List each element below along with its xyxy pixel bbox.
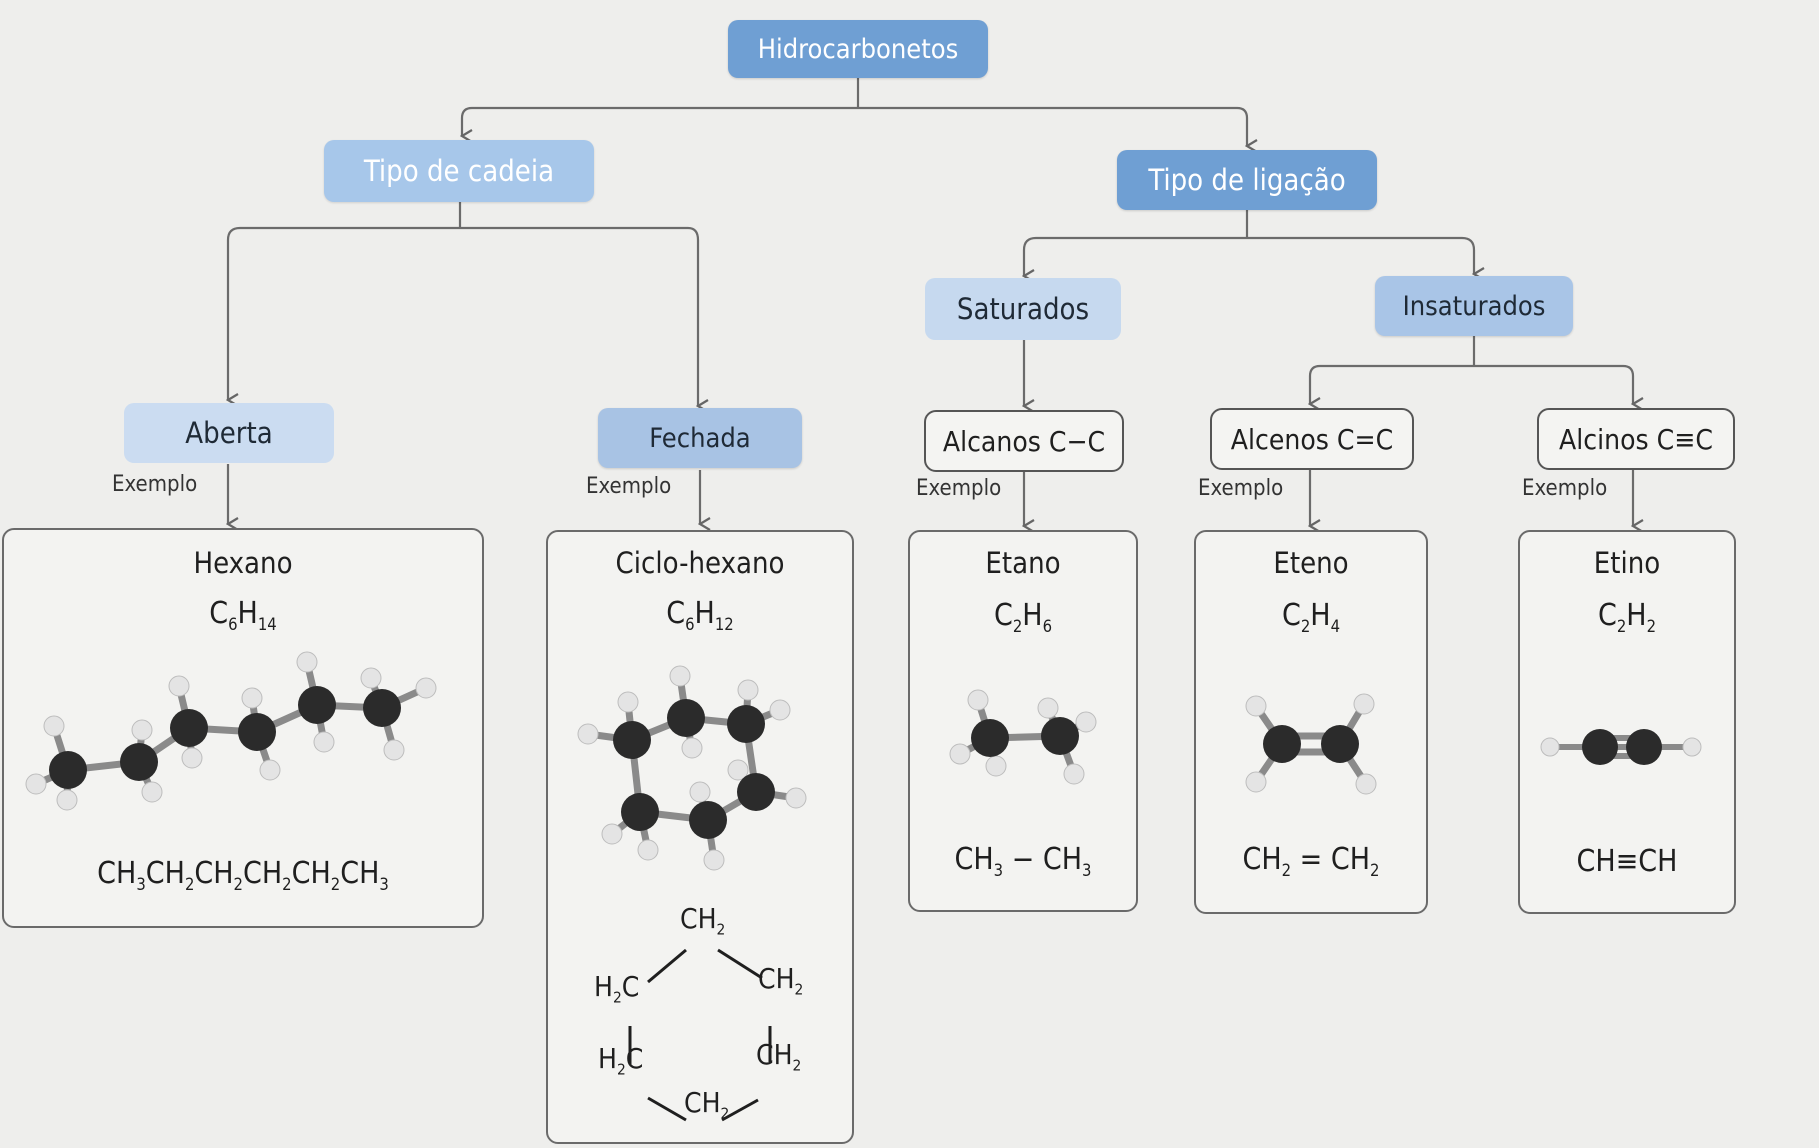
- hexane-molecular-formula: C6H14: [209, 596, 277, 634]
- hexane-ball-and-stick-model: [25, 651, 437, 811]
- ethyne-molecular-formula: C2H2: [1597, 598, 1657, 636]
- hexane-card: Hexano C6H14: [2, 528, 484, 928]
- cyclohexane-ball-and-stick-model: [577, 665, 807, 871]
- ethyne-condensed-formula: CH≡CH: [1576, 844, 1678, 879]
- unsaturated-node: Insaturados: [1375, 276, 1573, 336]
- hexane-name: Hexano: [193, 546, 293, 580]
- example-label-alkenes: Exemplo: [1198, 476, 1284, 501]
- unsaturated-label: Insaturados: [1402, 290, 1546, 322]
- ethane-ball-and-stick-model: [949, 689, 1097, 785]
- cyclohexane-skeletal-ring: [628, 948, 772, 1122]
- closed-chain-label: Fechada: [649, 422, 751, 454]
- example-label-alkanes: Exemplo: [916, 476, 1002, 501]
- hexane-condensed-formula: CH3CH2CH2CH2CH2CH3: [97, 856, 389, 894]
- ethane-name: Etano: [985, 546, 1061, 580]
- ring-label-lower-left: H2C: [598, 1042, 644, 1079]
- root-node-label: Hidrocarbonetos: [757, 33, 959, 65]
- open-chain-node: Aberta: [124, 403, 334, 463]
- ethene-name: Eteno: [1273, 546, 1349, 580]
- connector-chain-closed: [460, 226, 698, 406]
- ethene-card: Eteno C2H4 CH2 = CH2: [1194, 530, 1428, 914]
- root-node: Hidrocarbonetos: [728, 20, 988, 78]
- alkynes-label: Alcinos C≡C: [1559, 422, 1713, 456]
- connector-bond-unsat: [1247, 236, 1474, 274]
- example-label-closed: Exemplo: [586, 474, 672, 499]
- connector-root-bond: [858, 106, 1247, 146]
- cyclohexane-molecular-formula: C6H12: [666, 596, 734, 634]
- bond-type-label: Tipo de ligação: [1148, 163, 1346, 197]
- chain-type-node: Tipo de cadeia: [324, 140, 594, 202]
- ethyne-ball-and-stick-model: [1540, 729, 1702, 765]
- ethene-molecular-formula: C2H4: [1281, 598, 1341, 636]
- ethane-card: Etano C2H6 CH3 − CH3: [908, 530, 1138, 912]
- connector-root-chain: [462, 106, 858, 136]
- connector-unsat-alkenes: [1310, 364, 1474, 404]
- ring-label-upper-left: H2C: [594, 970, 640, 1007]
- example-label-alkynes: Exemplo: [1522, 476, 1608, 501]
- ethane-molecular-formula: C2H6: [993, 598, 1053, 636]
- connector-unsat-alkynes: [1474, 364, 1633, 404]
- ring-label-bottom: CH2: [684, 1086, 730, 1123]
- connector-bond-sat: [1024, 236, 1247, 276]
- saturated-label: Saturados: [956, 292, 1090, 326]
- ring-label-top: CH2: [680, 902, 726, 939]
- alkanes-label: Alcanos C−C: [942, 424, 1106, 458]
- bond-type-node: Tipo de ligação: [1117, 150, 1377, 210]
- ethyne-card: Etino C2H2 CH≡CH: [1518, 530, 1736, 914]
- ethane-condensed-formula: CH3 − CH3: [954, 842, 1092, 880]
- connector-chain-open: [228, 226, 460, 400]
- cyclohexane-card: Ciclo-hexano C6H12: [546, 530, 854, 1144]
- alkenes-node: Alcenos C=C: [1210, 408, 1414, 470]
- open-chain-label: Aberta: [185, 416, 273, 450]
- ring-label-upper-right: CH2: [758, 962, 804, 999]
- ethene-condensed-formula: CH2 = CH2: [1242, 842, 1380, 880]
- example-label-open: Exemplo: [112, 472, 198, 497]
- cyclohexane-name: Ciclo-hexano: [615, 546, 785, 580]
- ethyne-name: Etino: [1593, 546, 1661, 580]
- alkanes-node: Alcanos C−C: [924, 410, 1124, 472]
- alkynes-node: Alcinos C≡C: [1537, 408, 1735, 470]
- alkenes-label: Alcenos C=C: [1230, 422, 1394, 456]
- saturated-node: Saturados: [925, 278, 1121, 340]
- ethene-ball-and-stick-model: [1245, 693, 1377, 795]
- chain-type-label: Tipo de cadeia: [363, 154, 555, 188]
- closed-chain-node: Fechada: [598, 408, 802, 468]
- ring-label-lower-right: CH2: [756, 1038, 802, 1075]
